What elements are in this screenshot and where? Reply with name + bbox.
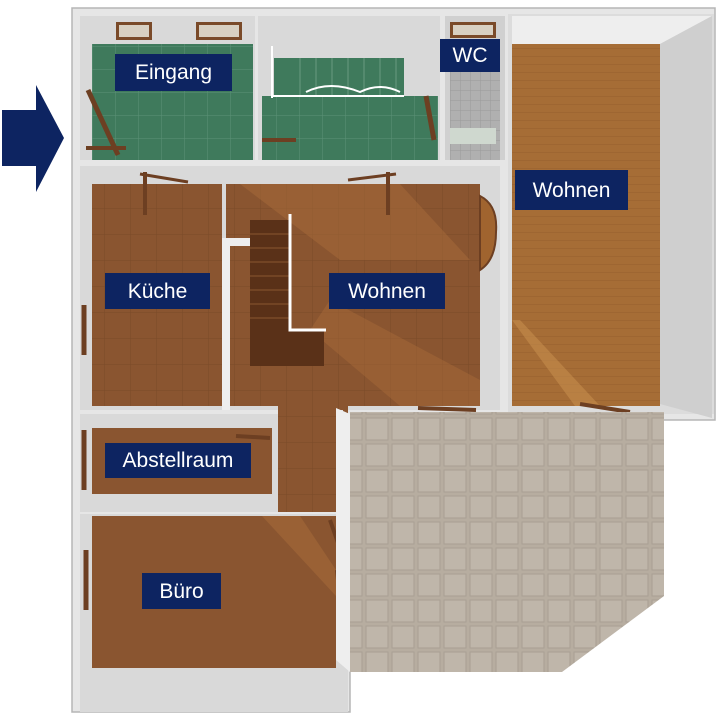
label-wohnen-center: Wohnen	[329, 273, 445, 309]
stair-inner-wall	[222, 240, 230, 410]
label-eingang: Eingang	[115, 54, 232, 91]
label-buero: Büro	[142, 573, 221, 609]
room-wc-tiles	[450, 68, 500, 160]
label-wohnen-right: Wohnen	[515, 170, 628, 210]
terrace	[350, 412, 664, 672]
room-hall-tiles	[262, 96, 438, 160]
label-wc: WC	[440, 39, 500, 72]
room-wohnen-right-floor	[512, 44, 660, 406]
label-abstellraum: Abstellraum	[105, 443, 251, 478]
arrow-right-icon	[2, 85, 64, 192]
label-kueche: Küche	[105, 273, 210, 309]
